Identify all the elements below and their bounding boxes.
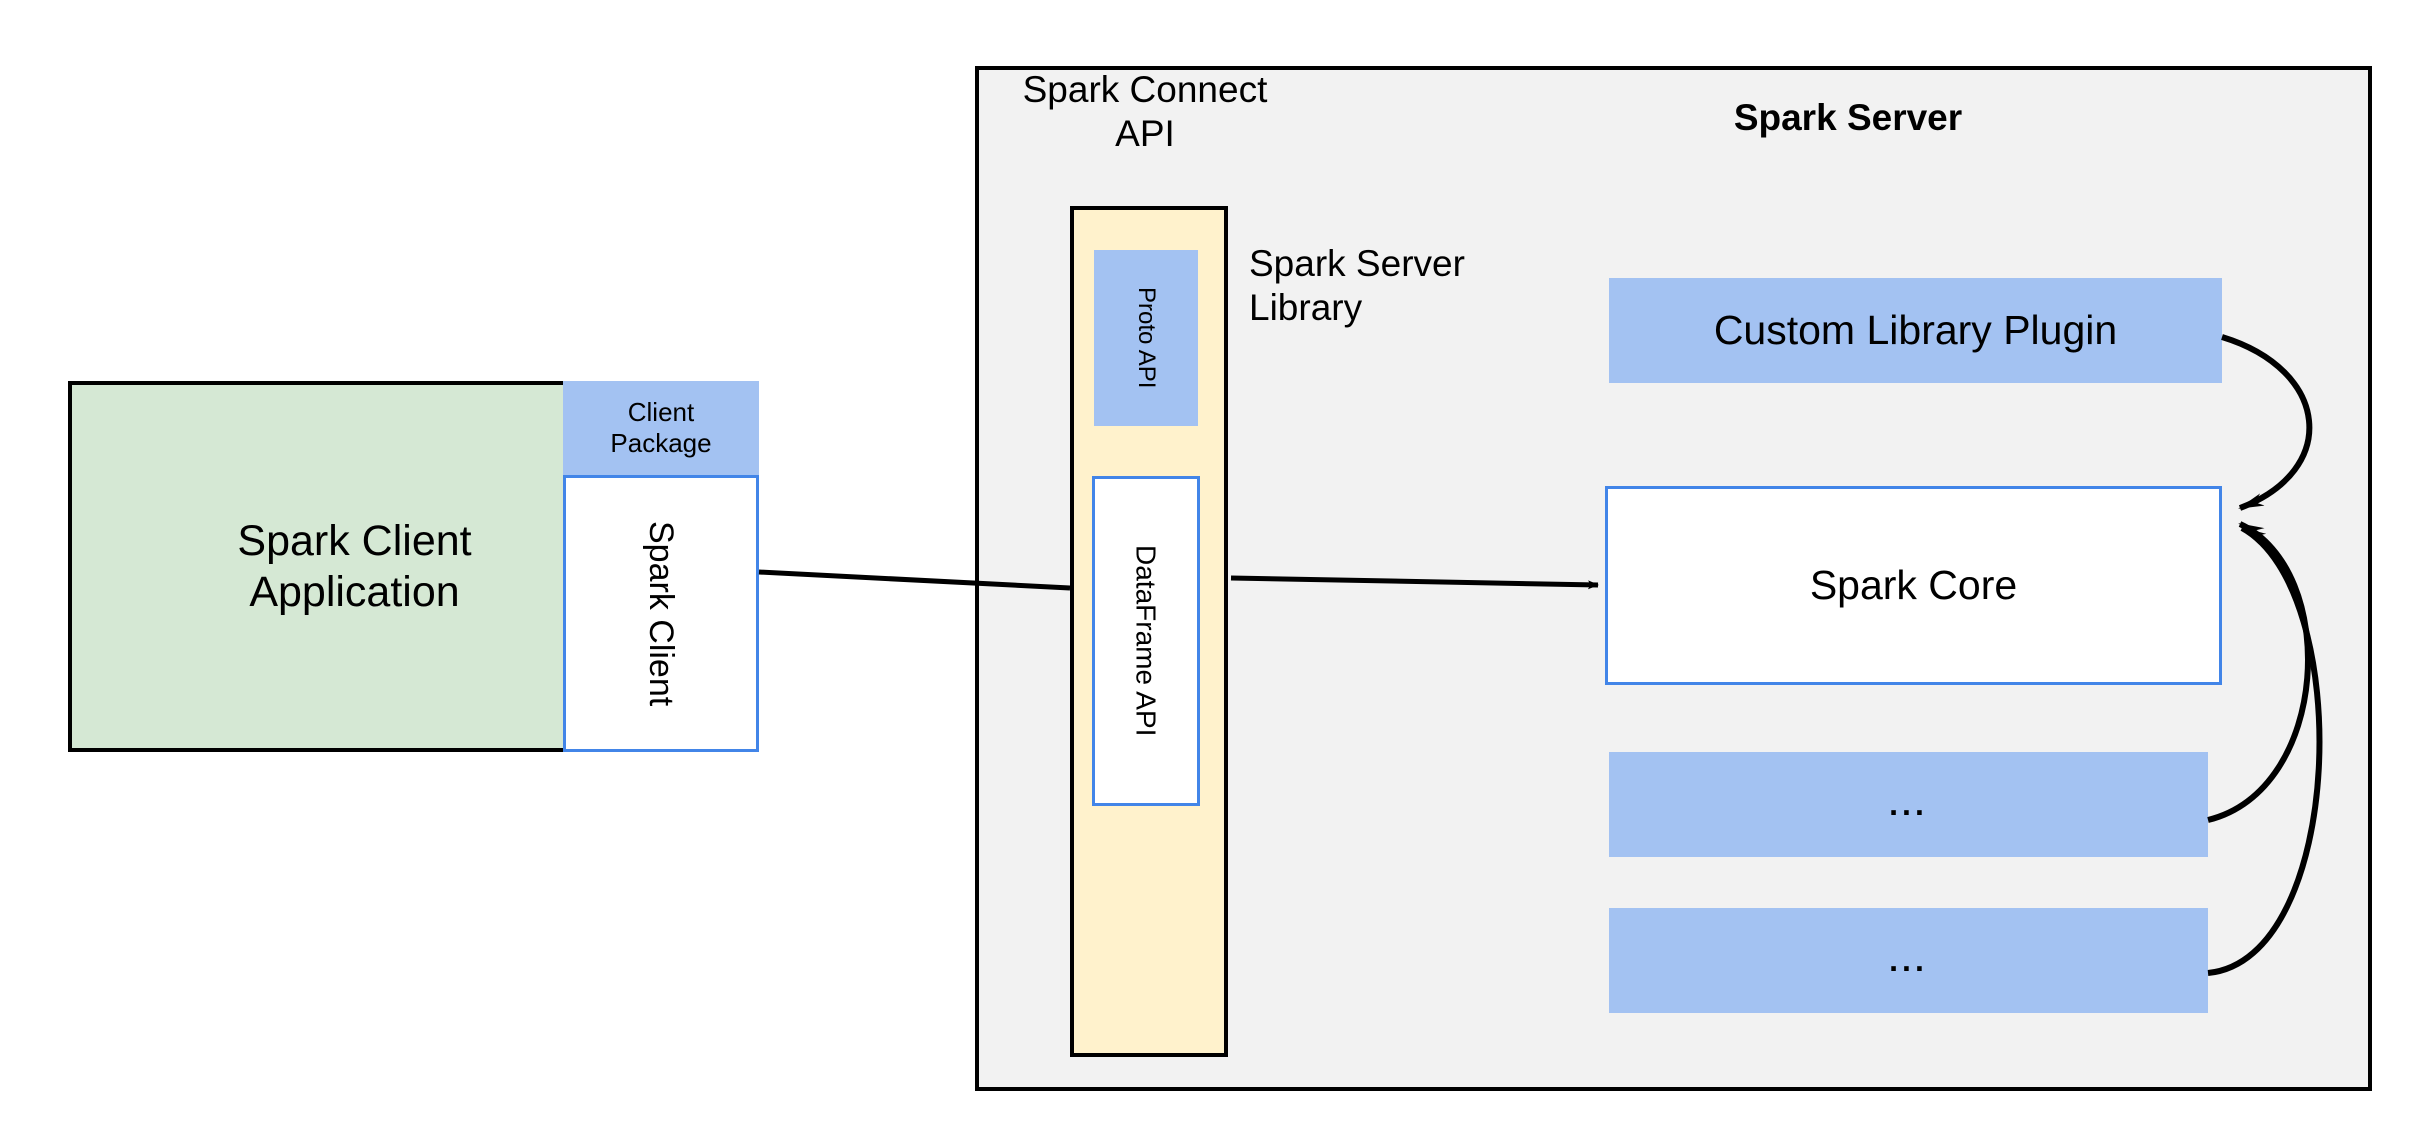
custom-library-plugin-box[interactable]: Custom Library Plugin [1609, 278, 2222, 383]
spark-server-title: Spark Server [1733, 97, 1963, 138]
custom-library-plugin-label: Custom Library Plugin [1713, 307, 2118, 354]
dataframe-api-box[interactable]: DataFrame API [1092, 476, 1200, 806]
spark-client-application-box[interactable]: Spark Client Application [68, 381, 641, 752]
client-package-box[interactable]: Client Package [563, 381, 759, 475]
proto-api-label: Proto API [1133, 287, 1161, 389]
ellipsis-one-label: ... [1889, 785, 1928, 822]
spark-server-library-label: Spark Server Library [1249, 243, 1465, 328]
spark-core-box[interactable]: Spark Core [1605, 486, 2222, 685]
proto-api-box[interactable]: Proto API [1094, 250, 1198, 426]
ellipsis-box-two[interactable]: ... [1609, 908, 2208, 1013]
ellipsis-two-label: ... [1889, 941, 1928, 978]
spark-client-box[interactable]: Spark Client [563, 475, 759, 752]
dataframe-api-label: DataFrame API [1130, 545, 1162, 737]
ellipsis-box-one[interactable]: ... [1609, 752, 2208, 857]
spark-client-label: Spark Client [642, 520, 681, 707]
spark-core-label: Spark Core [1809, 562, 2018, 609]
spark-connect-api-label: Spark Connect API [1022, 69, 1268, 154]
spark-client-application-label: Spark Client Application [237, 516, 472, 616]
client-package-label: Client Package [610, 397, 712, 458]
